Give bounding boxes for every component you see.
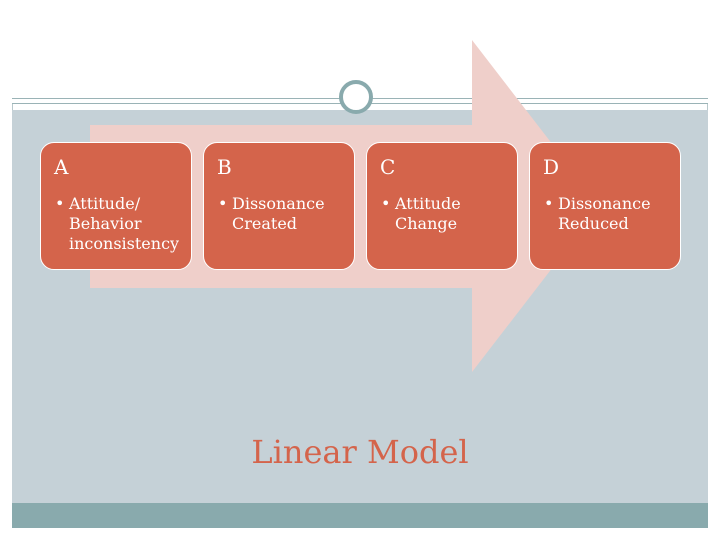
step-text: Attitude/ Behavior inconsistency <box>69 194 180 253</box>
step-letter: B <box>217 155 232 179</box>
step-bullet-item: • Attitude/ Behavior inconsistency <box>55 194 193 254</box>
step-bullet-item: • Dissonance Created <box>218 194 356 234</box>
step-letter: C <box>380 155 396 179</box>
step-box-c: C • Attitude Change <box>366 142 518 270</box>
step-letter: D <box>543 155 560 179</box>
step-letter: A <box>54 155 69 179</box>
bullet-icon: • <box>218 194 228 213</box>
step-text: Dissonance Created <box>232 194 325 233</box>
footer-bar <box>12 503 708 528</box>
step-text: Dissonance Reduced <box>558 194 651 233</box>
model-title: Linear Model <box>251 433 469 471</box>
bullet-icon: • <box>55 194 65 213</box>
header-ornament-circle <box>339 80 373 114</box>
bullet-icon: • <box>381 194 391 213</box>
step-bullet-item: • Dissonance Reduced <box>544 194 682 234</box>
step-box-a: A • Attitude/ Behavior inconsistency <box>40 142 192 270</box>
step-box-b: B • Dissonance Created <box>203 142 355 270</box>
step-text: Attitude Change <box>395 194 461 233</box>
bullet-icon: • <box>544 194 554 213</box>
step-bullet-item: • Attitude Change <box>381 194 519 234</box>
step-box-d: D • Dissonance Reduced <box>529 142 681 270</box>
